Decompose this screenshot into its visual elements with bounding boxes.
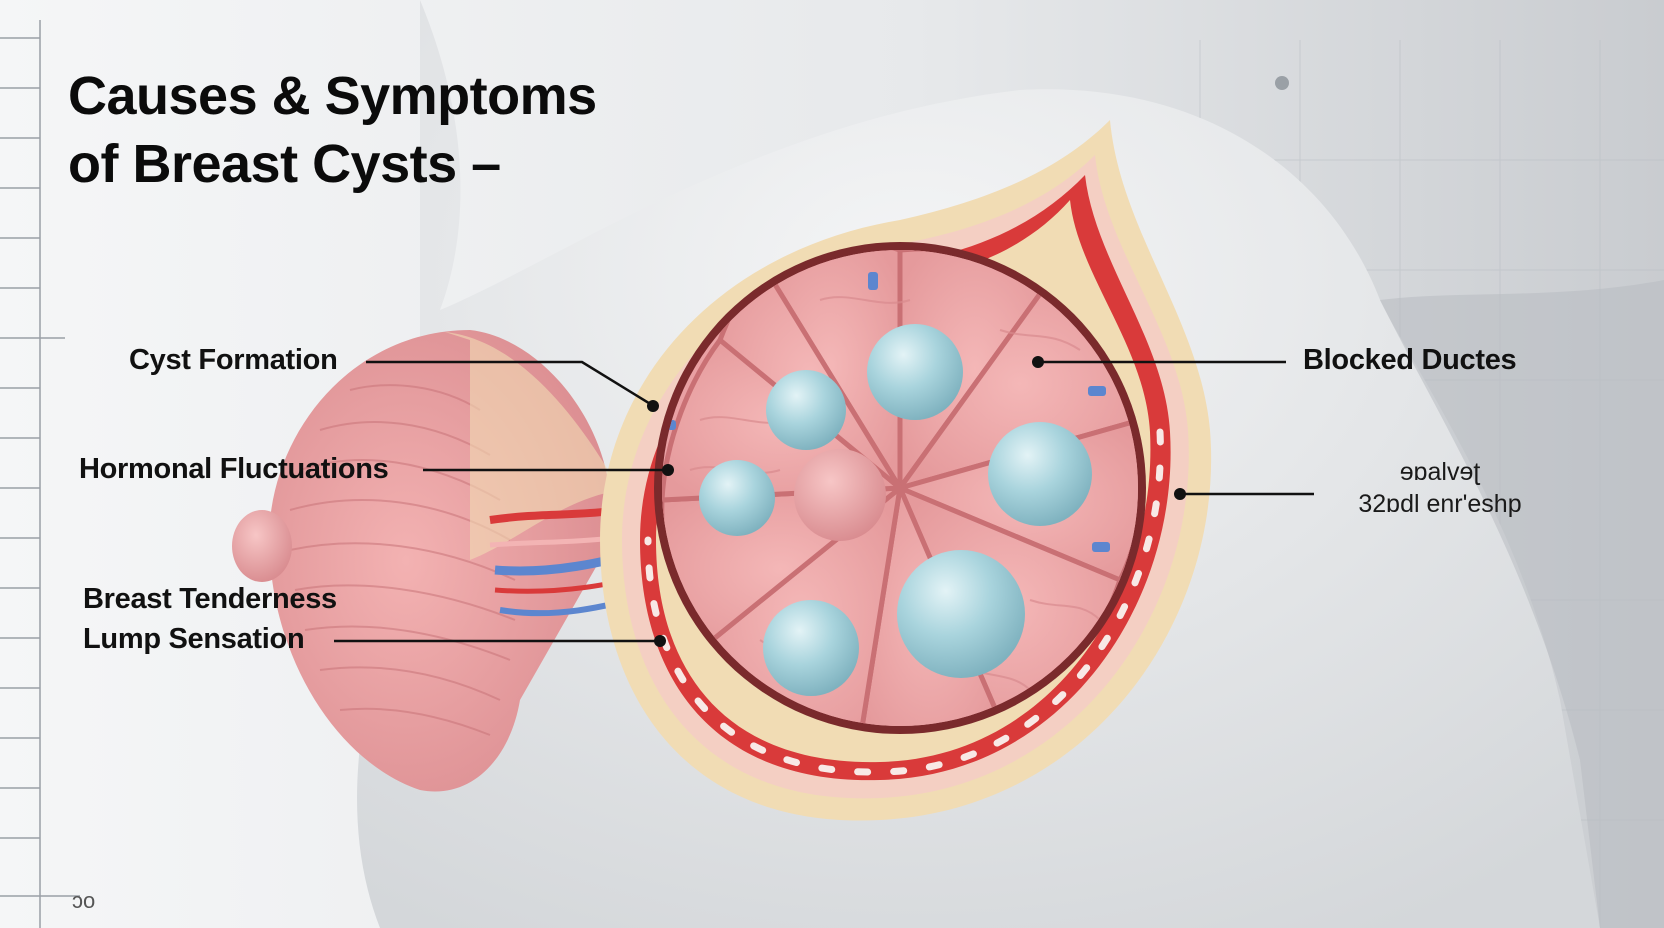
page-title: Causes & Symptoms of Breast Cysts –: [68, 62, 708, 198]
side-breast: [232, 330, 620, 792]
title-line-2: of Breast Cysts –: [68, 134, 501, 194]
cysts: [699, 324, 1092, 696]
leader-dots: [647, 356, 1186, 647]
shoulder-shadow: [1380, 280, 1664, 928]
corner-dot: [1275, 76, 1289, 90]
label-cyst-formation: Cyst Formation: [129, 344, 338, 376]
cyst: [867, 324, 963, 420]
cyst: [763, 600, 859, 696]
side-nipple: [232, 510, 292, 582]
cyst: [897, 550, 1025, 678]
cyst: [699, 460, 775, 536]
corner-mark: ɔo: [72, 888, 96, 913]
label-lump-sensation: Lump Sensation: [83, 623, 305, 655]
title-line-1: Causes & Symptoms: [68, 66, 597, 126]
breast-cross-section: [600, 120, 1212, 821]
central-nipple: [794, 449, 886, 541]
label-garbled-line-1: ɘɒalvɘʈ: [1399, 458, 1481, 486]
label-breast-tenderness: Breast Tenderness: [83, 583, 337, 615]
leader-cyst-formation: [366, 360, 653, 407]
label-garbled-line-2: 32ɒdl enr'eshp: [1358, 490, 1522, 518]
leader-lines: [334, 360, 1314, 643]
cyst: [988, 422, 1092, 526]
left-ruler: [0, 20, 80, 928]
label-hormonal-fluctuations: Hormonal Fluctuations: [79, 453, 389, 485]
label-garbled: ɘɒalvɘʈ 32ɒdl enr'eshp: [1340, 456, 1540, 520]
label-blocked-ducts: Blocked Ductes: [1303, 344, 1517, 376]
cyst: [766, 370, 846, 450]
